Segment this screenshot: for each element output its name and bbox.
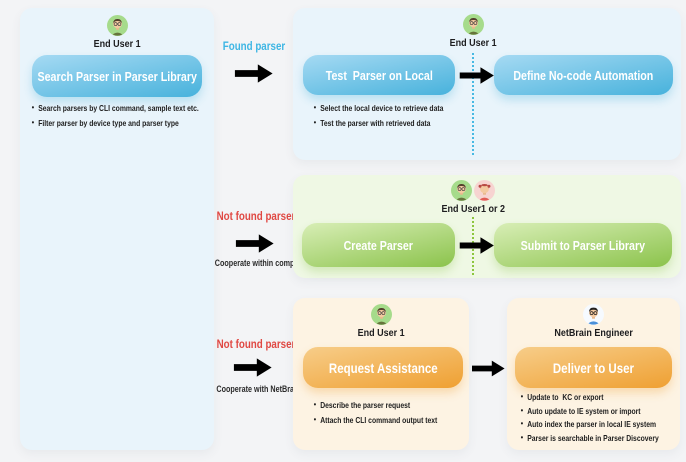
bullet-item: Describe the parser request bbox=[313, 400, 437, 410]
actor-label: NetBrain Engineer bbox=[554, 328, 633, 339]
dotted-divider-blue bbox=[472, 53, 474, 155]
actor-end-user-1-or-2: End User1 or 2 bbox=[413, 180, 533, 215]
end-user-2-avatar-icon bbox=[474, 180, 495, 201]
node-request-assistance: Request Assistance bbox=[303, 347, 463, 388]
search-bullets: Search parsers by CLI command, sample te… bbox=[31, 103, 241, 134]
actor-label: End User 1 bbox=[93, 39, 141, 50]
end-user-1-avatar-icon bbox=[371, 304, 392, 325]
bullet-item: Filter parser by device type and parser … bbox=[31, 118, 199, 128]
not-found-parser-label: Not found parser bbox=[216, 339, 296, 351]
node-define-no-code-automation: Define No-code Automation bbox=[494, 55, 673, 95]
cooperate-netbrain-caption: Cooperate with NetBrain bbox=[216, 384, 301, 394]
cooperate-company-caption: Cooperate within company bbox=[214, 258, 307, 268]
test-bullets: Select the local device to retrieve data… bbox=[313, 103, 476, 134]
node-submit-to-parser-library: Submit to Parser Library bbox=[494, 223, 672, 267]
actor-end-user-1: End User 1 bbox=[20, 15, 214, 50]
panel-deliver-to-user: NetBrain Engineer Deliver to User Update… bbox=[507, 298, 680, 450]
actor-label: End User 1 bbox=[357, 328, 405, 339]
end-user-1-avatar-icon bbox=[451, 180, 472, 201]
step-arrow-icon bbox=[459, 67, 494, 84]
bullet-item: Attach the CLI command output text bbox=[313, 415, 438, 425]
cooperate-netbrain-arrow-icon bbox=[233, 358, 272, 377]
bullet-item: Test the parser with retrieved data bbox=[313, 118, 443, 128]
node-label: Request Assistance bbox=[328, 359, 438, 376]
bullet-item: Auto update to IE system or import bbox=[520, 406, 659, 416]
actor-label: End User1 or 2 bbox=[441, 204, 505, 215]
avatar-pair bbox=[451, 180, 495, 201]
node-label: Deliver to User bbox=[552, 359, 635, 376]
node-deliver-to-user: Deliver to User bbox=[515, 347, 672, 388]
node-label: Test Parser on Local bbox=[325, 67, 433, 83]
node-test-parser-on-local: Test Parser on Local bbox=[303, 55, 455, 95]
node-search-parser-in-parser-library: Search Parser in Parser Library bbox=[32, 55, 202, 97]
bullet-item: Search parsers by CLI command, sample te… bbox=[31, 103, 199, 113]
end-user-1-avatar-icon bbox=[107, 15, 128, 36]
panel-search-parser: End User 1 Search Parser in Parser Libra… bbox=[20, 8, 214, 450]
found-parser-label: Found parser bbox=[222, 41, 286, 53]
cooperate-company-arrow-icon bbox=[235, 234, 274, 253]
actor-label: End User 1 bbox=[449, 38, 497, 49]
bullet-item: Update to KC or export bbox=[520, 392, 659, 402]
request-bullets: Describe the parser request Attach the C… bbox=[313, 400, 468, 431]
node-label: Submit to Parser Library bbox=[520, 237, 646, 253]
node-label: Create Parser bbox=[343, 237, 414, 253]
deliver-arrow-icon bbox=[472, 360, 505, 377]
bullet-item: Select the local device to retrieve data bbox=[313, 103, 444, 113]
step-arrow-icon bbox=[459, 237, 494, 254]
bullet-item: Auto index the parser in local IE system bbox=[520, 419, 659, 429]
end-user-1-avatar-icon bbox=[463, 14, 484, 35]
not-found-parser-label: Not found parser bbox=[216, 211, 296, 223]
panel-create-and-submit: End User1 or 2 Create Parser Submit to P… bbox=[293, 175, 681, 278]
actor-end-user-1: End User 1 bbox=[293, 304, 469, 339]
deliver-bullets: Update to KC or export Auto update to IE… bbox=[520, 392, 686, 447]
actor-end-user-1: End User 1 bbox=[413, 14, 533, 49]
found-parser-arrow-icon bbox=[234, 64, 273, 83]
panel-request-assistance: End User 1 Request Assistance Describe t… bbox=[293, 298, 469, 450]
bullet-item: Parser is searchable in Parser Discovery bbox=[520, 433, 659, 443]
actor-netbrain-engineer: NetBrain Engineer bbox=[507, 304, 680, 339]
node-label: Search Parser in Parser Library bbox=[37, 68, 197, 84]
node-create-parser: Create Parser bbox=[302, 223, 455, 267]
netbrain-engineer-avatar-icon bbox=[583, 304, 604, 325]
node-label: Define No-code Automation bbox=[513, 67, 654, 83]
panel-test-and-automation: End User 1 Test Parser on Local Define N… bbox=[293, 8, 681, 160]
